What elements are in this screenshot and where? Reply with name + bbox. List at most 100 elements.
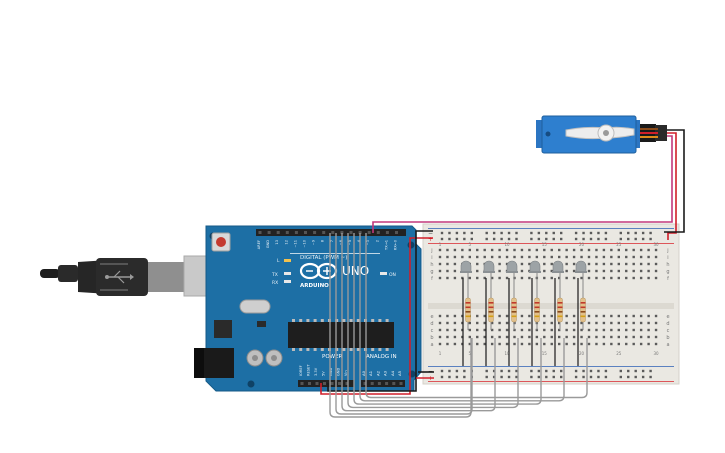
- power-header[interactable]: [298, 380, 354, 387]
- digital-pin-hole[interactable]: [294, 231, 298, 234]
- svg-text:10: 10: [505, 351, 511, 356]
- digital-pin-hole[interactable]: [340, 231, 344, 234]
- svg-text:j: j: [666, 248, 668, 254]
- analog-label: ANALOG IN: [366, 354, 397, 360]
- analog-pin-hole[interactable]: [392, 382, 396, 385]
- wire-servo-ground[interactable]: [662, 129, 685, 233]
- analog-pin-hole[interactable]: [399, 382, 403, 385]
- digital-pin-hole[interactable]: [349, 231, 353, 234]
- digital-header[interactable]: [256, 229, 406, 236]
- rail-minus-label: −: [428, 230, 433, 237]
- svg-text:j: j: [430, 248, 432, 254]
- wire-led-signal[interactable]: [365, 233, 588, 399]
- analog-pin-label: A3: [383, 370, 388, 376]
- digital-pin-hole[interactable]: [376, 231, 380, 234]
- digital-pin-label: 2: [375, 240, 379, 242]
- svg-text:i: i: [667, 255, 668, 261]
- power-jack[interactable]: [194, 348, 234, 378]
- digital-pin-hole[interactable]: [304, 231, 307, 234]
- power-pin-hole[interactable]: [315, 382, 319, 385]
- wire-servo-power[interactable]: [662, 132, 677, 240]
- digital-pin-label: ~10: [303, 239, 307, 247]
- servo-horn-icon[interactable]: [565, 124, 635, 142]
- resistor[interactable]: [488, 294, 494, 330]
- svg-text:d: d: [666, 321, 669, 327]
- digital-pin-label: 7: [330, 240, 334, 242]
- power-label: POWER: [322, 354, 343, 360]
- wire-servo-signal[interactable]: [372, 135, 673, 233]
- digital-pin-hole[interactable]: [331, 231, 335, 234]
- digital-pin-hole[interactable]: [267, 231, 271, 234]
- reset-button[interactable]: [211, 232, 231, 252]
- resistor[interactable]: [557, 294, 563, 330]
- power-pin-hole[interactable]: [330, 382, 334, 385]
- svg-text:a: a: [430, 342, 433, 348]
- digital-pin-hole[interactable]: [322, 231, 326, 234]
- digital-pin-label: 4: [357, 239, 361, 242]
- svg-text:b: b: [666, 335, 669, 341]
- on-label: ON: [389, 272, 396, 278]
- svg-text:g: g: [666, 269, 669, 275]
- resistor[interactable]: [511, 294, 517, 330]
- digital-pin-hole[interactable]: [313, 231, 317, 234]
- digital-pin-label: AREF: [257, 240, 261, 249]
- wire-5v[interactable]: [320, 237, 433, 395]
- usb-symbol-icon: [105, 270, 134, 284]
- analog-pin-label: A1: [368, 370, 373, 376]
- svg-text:5: 5: [469, 351, 472, 356]
- rail-plus-label: +: [428, 236, 433, 243]
- digital-pin-hole[interactable]: [367, 231, 371, 234]
- digital-pin-label: 8: [321, 239, 325, 242]
- led-l-label: L: [277, 258, 280, 264]
- analog-pin-label: A5: [397, 370, 402, 376]
- power-pin-hole[interactable]: [323, 382, 326, 385]
- power-pin-label: 5V: [322, 371, 326, 376]
- analog-pin-label: A4: [390, 370, 395, 376]
- resistor[interactable]: [465, 294, 471, 330]
- digital-pin-hole[interactable]: [285, 231, 289, 234]
- crystal-oscillator: [239, 299, 271, 314]
- digital-pin-label: ~9: [312, 239, 316, 245]
- servo-motor[interactable]: [536, 115, 667, 154]
- led-tx: [284, 272, 291, 275]
- svg-text:d: d: [430, 321, 433, 327]
- wire-gnd[interactable]: [327, 230, 433, 392]
- power-pin-hole[interactable]: [345, 382, 349, 385]
- tx-label: TX: [271, 272, 278, 278]
- top-power-rail[interactable]: − +: [428, 228, 674, 244]
- svg-text:e: e: [430, 314, 433, 320]
- svg-text:c: c: [667, 328, 670, 334]
- capacitors: [246, 349, 283, 367]
- power-pin-hole[interactable]: [308, 382, 311, 385]
- digital-pin-label: ~6: [339, 239, 343, 245]
- analog-pin-hole[interactable]: [385, 382, 389, 385]
- svg-text:c: c: [431, 328, 434, 334]
- svg-text:30: 30: [654, 242, 660, 247]
- analog-pin-hole[interactable]: [377, 382, 381, 385]
- svg-text:30: 30: [654, 351, 660, 356]
- wires[interactable]: [320, 129, 685, 418]
- power-pin-hole[interactable]: [300, 382, 304, 385]
- analog-pin-label: A0: [361, 370, 366, 376]
- power-pin-label: 3.3V: [314, 367, 318, 376]
- digital-pin-hole[interactable]: [276, 231, 280, 234]
- power-pin-hole[interactable]: [338, 382, 341, 385]
- digital-pin-hole[interactable]: [358, 231, 362, 234]
- digital-pin-hole[interactable]: [385, 231, 389, 234]
- analog-pin-hole[interactable]: [370, 382, 374, 385]
- svg-text:5: 5: [469, 242, 472, 247]
- digital-pin-hole[interactable]: [395, 231, 398, 234]
- digital-pin-label: 13: [275, 240, 279, 245]
- resistors[interactable]: [465, 294, 586, 330]
- digital-pin-label: ~11: [293, 240, 297, 248]
- wire-led-signal[interactable]: [329, 233, 472, 418]
- resistor[interactable]: [534, 294, 540, 330]
- analog-header[interactable]: [361, 380, 405, 387]
- analog-pin-hole[interactable]: [363, 382, 367, 385]
- resistor[interactable]: [580, 294, 586, 330]
- digital-pin-hole[interactable]: [258, 231, 262, 234]
- led-signal-wires[interactable]: [329, 233, 588, 418]
